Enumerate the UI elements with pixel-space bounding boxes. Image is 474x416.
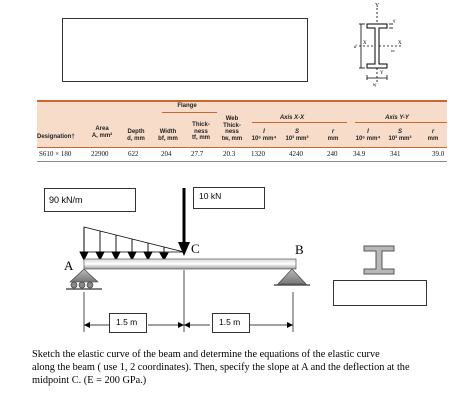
- axis-x-group-rule: [252, 122, 347, 123]
- table-top-rule: [37, 100, 447, 102]
- dim-right-label: 1.5 m: [219, 317, 241, 327]
- header-designation: Designation†: [37, 134, 75, 140]
- problem-statement: Sketch the elastic curve of the beam and…: [32, 348, 462, 387]
- point-load-label-box: 10 kN: [193, 187, 265, 209]
- cell-flange-thickness: 27.7: [191, 150, 204, 158]
- header-flange-thick-unit: tf, mm: [192, 135, 210, 141]
- header-sy-symbol: S: [397, 129, 402, 135]
- distributed-load-label-box: 90 kN/m: [44, 188, 136, 212]
- header-web-unit: tw, mm: [221, 135, 243, 142]
- cell-web-thickness: 20.3: [223, 150, 236, 158]
- header-width-label: Width: [159, 129, 177, 135]
- header-sx-unit: 10³ mm³: [285, 135, 309, 142]
- header-depth-unit: d, mm: [127, 135, 145, 142]
- cell-sx: 4240: [289, 150, 303, 158]
- header-flange-thickness: Thick- ness tf, mm: [185, 122, 217, 142]
- section-label-x-left: X: [363, 41, 367, 46]
- i-beam-icon: [363, 245, 395, 275]
- cell-rx: 240: [327, 150, 338, 158]
- header-rx: r mm: [322, 129, 344, 142]
- section-label-tf: tf: [393, 18, 396, 23]
- point-load-arrow: [178, 188, 190, 256]
- header-width: Width bf, mm: [153, 129, 183, 142]
- distributed-load-outline: [83, 226, 185, 253]
- section-label-y-bottom: Y: [380, 71, 384, 76]
- group-header-flange: Flange: [177, 103, 197, 109]
- header-flange-thick-2: ness: [194, 128, 208, 135]
- flange-group-rule: [162, 112, 217, 113]
- header-web-1: Web: [225, 116, 239, 122]
- problem-line-3: midpoint C. (E = 200 GPa.): [32, 375, 147, 386]
- section-label-y: Y: [375, 3, 380, 9]
- header-ry-symbol: r: [431, 129, 435, 135]
- header-area-unit: A, mm²: [91, 132, 113, 139]
- group-header-axis-x: Axis X-X: [279, 115, 305, 121]
- dimension-arrowheads: [84, 322, 293, 328]
- label-c: C: [191, 241, 200, 256]
- cell-iy: 34.9: [353, 150, 366, 158]
- support-a-pin: [66, 268, 102, 290]
- cell-width: 204: [161, 150, 172, 158]
- support-b-pin: [274, 268, 310, 286]
- dim-left-label: 1.5 m: [116, 317, 138, 327]
- header-sx: S 10³ mm³: [282, 129, 312, 142]
- problem-line-1: Sketch the elastic curve of the beam and…: [32, 349, 380, 360]
- header-web-thickness: Web Thick- ness tw, mm: [217, 116, 247, 142]
- header-ry: r mm: [422, 129, 444, 142]
- cell-sy: 341: [390, 150, 401, 158]
- header-flange-thick-1: Thick-: [192, 122, 210, 128]
- beam-diagram: A B C: [64, 188, 310, 332]
- header-rx-symbol: r: [331, 129, 335, 135]
- header-sy: S 10³ mm³: [385, 129, 415, 142]
- header-depth-label: Depth: [127, 129, 145, 135]
- header-ix: I 10⁶ mm⁴: [249, 129, 279, 142]
- header-web-3: ness: [225, 129, 239, 135]
- section-properties-table: Flange Axis X-X Axis Y-Y Designation† Ar…: [37, 100, 447, 162]
- i-section-figure: Y Y X X d tf tw bf: [354, 3, 403, 87]
- header-web-2: Thick-: [223, 122, 241, 129]
- distributed-load-arrows: [79, 228, 169, 262]
- point-load-label: 10 kN: [199, 191, 222, 201]
- header-rx-unit: mm: [327, 135, 339, 142]
- header-sx-symbol: S: [294, 129, 299, 135]
- cell-designation: S610 × 180: [39, 150, 72, 158]
- header-iy: I 10⁶ mm⁴: [353, 129, 383, 142]
- group-header-axis-y: Axis Y-Y: [385, 115, 409, 121]
- section-label-x-right: X: [398, 41, 402, 46]
- cell-area: 22900: [91, 150, 109, 158]
- axis-y-group-rule: [355, 122, 447, 123]
- table-header-background: [37, 100, 447, 147]
- cell-ix: 1320: [251, 150, 265, 158]
- distributed-load-label: 90 kN/m: [49, 195, 83, 205]
- cell-ry: 39.0: [432, 150, 445, 158]
- beam-body: [83, 258, 297, 270]
- table-bottom-rule: [37, 161, 447, 162]
- section-label-d: d: [354, 45, 357, 50]
- header-depth: Depth d, mm: [121, 129, 151, 142]
- problem-line-2: along the beam ( use 1, 2 coordinates). …: [32, 362, 410, 373]
- header-iy-symbol: I: [367, 129, 369, 135]
- section-label-bf: bf: [373, 82, 377, 87]
- table-header-rule: [37, 147, 447, 148]
- answer-box-section[interactable]: [333, 280, 427, 306]
- cell-depth: 622: [128, 150, 139, 158]
- dim-right-box: 1.5 m: [212, 313, 250, 333]
- header-ix-unit: 10⁶ mm⁴: [251, 135, 277, 142]
- header-sy-unit: 10³ mm³: [388, 135, 412, 142]
- section-label-tw: tw: [391, 48, 395, 53]
- label-b: B: [295, 242, 304, 257]
- header-width-unit: bf, mm: [158, 135, 178, 142]
- header-area-label: Area: [95, 126, 109, 132]
- header-area: Area A, mm²: [85, 126, 119, 139]
- answer-box-top[interactable]: [62, 18, 308, 82]
- label-a: A: [64, 258, 74, 273]
- dim-left-box: 1.5 m: [109, 313, 147, 333]
- header-ry-unit: mm: [427, 135, 439, 142]
- header-ix-symbol: I: [263, 129, 265, 135]
- header-iy-unit: 10⁶ mm⁴: [355, 135, 381, 142]
